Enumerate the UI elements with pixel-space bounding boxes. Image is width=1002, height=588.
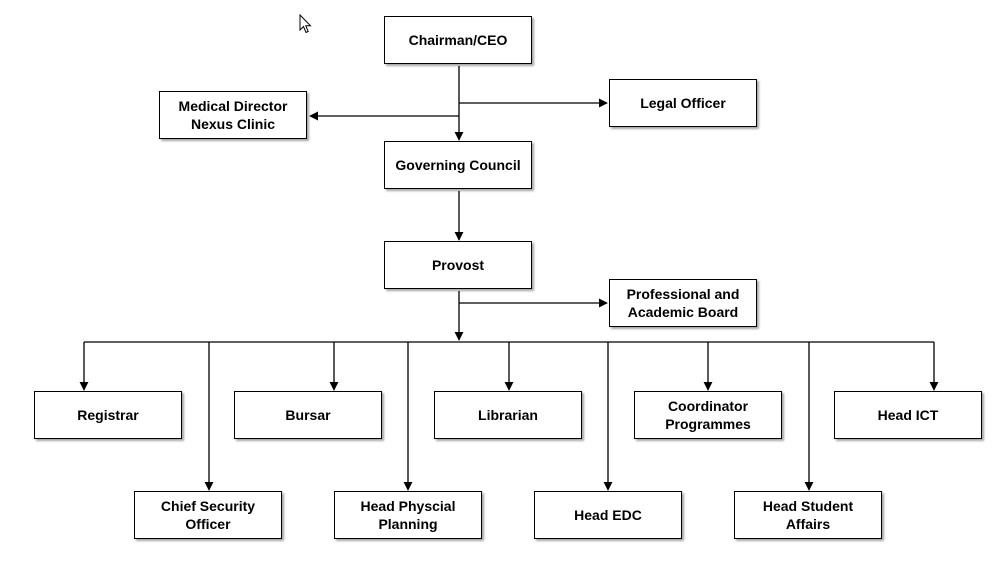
node-registrar[interactable]: Registrar [34, 391, 182, 439]
node-head-ict[interactable]: Head ICT [834, 391, 982, 439]
node-legal-officer[interactable]: Legal Officer [609, 79, 757, 127]
node-librarian[interactable]: Librarian [434, 391, 582, 439]
node-chief-security-officer[interactable]: Chief Security Officer [134, 491, 282, 539]
node-coordinator-programmes[interactable]: Coordinator Programmes [634, 391, 782, 439]
mouse-cursor-icon [299, 14, 312, 34]
node-head-edc[interactable]: Head EDC [534, 491, 682, 539]
node-professional-board[interactable]: Professional and Academic Board [609, 279, 757, 327]
node-chairman[interactable]: Chairman/CEO [384, 16, 532, 64]
node-provost[interactable]: Provost [384, 241, 532, 289]
node-bursar[interactable]: Bursar [234, 391, 382, 439]
node-head-student-affairs[interactable]: Head Student Affairs [734, 491, 882, 539]
node-governing-council[interactable]: Governing Council [384, 141, 532, 189]
node-head-physical-planning[interactable]: Head Physcial Planning [334, 491, 482, 539]
node-medical-director[interactable]: Medical Director Nexus Clinic [159, 91, 307, 139]
